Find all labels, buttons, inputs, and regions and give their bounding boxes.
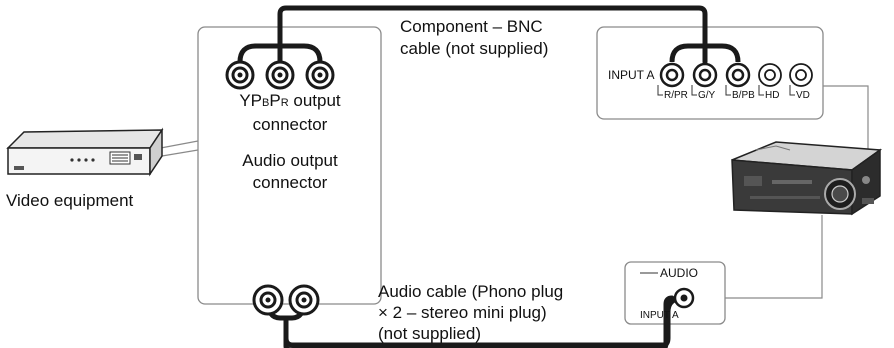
ypbpr-r: R [280, 97, 289, 109]
bnc-port-hd [758, 63, 782, 87]
audio-cable-label: Audio cable (Phono plug × 2 – stereo min… [378, 281, 563, 344]
projector-input-a-label: INPUT A [608, 68, 655, 82]
projector-bnc-ports [659, 62, 813, 88]
video-equipment-icon [6, 127, 164, 177]
projector-leader-bottom [725, 215, 823, 299]
port-label-vd: VD [796, 90, 810, 101]
audio-output-label-line1: Audio output [242, 151, 338, 170]
ypbpr-y: Y [239, 91, 251, 110]
bnc-port-g-y [692, 62, 718, 88]
ypbpr-connector-label: YPBPR output connector [200, 90, 380, 136]
audio-output-connector-label: Audio output connector [200, 150, 380, 194]
audio-output-label-line2: connector [252, 173, 328, 192]
ypbpr-p2: P [269, 91, 281, 110]
ypbpr-connector-label-line1: YPBPR output [200, 90, 380, 114]
rca-connector-y [225, 60, 255, 90]
component-bnc-cable [277, 5, 708, 65]
component-cable-label-line1: Component – BNC [400, 17, 543, 36]
bnc-port-r-pr [659, 62, 685, 88]
audio-cable-label-line1: Audio cable (Phono plug [378, 282, 564, 301]
projector-leader-top [823, 85, 869, 150]
projector-audio-panel [624, 261, 726, 325]
rca-connector-audio-l [252, 284, 284, 316]
rca-connector-pr [305, 60, 335, 90]
rca-connector-pb [265, 60, 295, 90]
ypbpr-connectors [225, 60, 335, 90]
projector-icon [731, 141, 883, 216]
audio-jack-label: AUDIO [660, 266, 699, 280]
component-cable-label: Component – BNC cable (not supplied) [400, 16, 548, 60]
component-cable-branch-source [237, 43, 323, 63]
audio-output-connectors [252, 284, 320, 316]
port-label-g-y: G/Y [698, 90, 716, 101]
ypbpr-b: B [262, 97, 270, 109]
rca-connector-audio-r [288, 284, 320, 316]
component-cable-label-line2: cable (not supplied) [400, 39, 549, 58]
port-label-hd: HD [765, 90, 780, 101]
bnc-port-b-pb [725, 62, 751, 88]
audio-cable-lower [283, 295, 687, 348]
audio-mini-jack [673, 287, 695, 309]
audio-cable-label-line2: × 2 – stereo mini plug) [378, 303, 547, 322]
video-equipment-label: Video equipment [6, 191, 134, 210]
audio-input-a-label: INPUT A [640, 310, 679, 321]
ypbpr-p1: P [250, 91, 263, 110]
audio-cable-label-line3: (not supplied) [378, 324, 482, 343]
ypbpr-tail: output [288, 91, 341, 110]
port-label-brackets [657, 85, 795, 96]
port-label-b-pb: B/PB [732, 90, 755, 101]
ypbpr-connector-label-line2: connector [252, 115, 328, 134]
bnc-port-vd [789, 63, 813, 87]
port-label-r-pr: R/PR [664, 90, 688, 101]
component-cable-branch-projector [669, 43, 741, 63]
